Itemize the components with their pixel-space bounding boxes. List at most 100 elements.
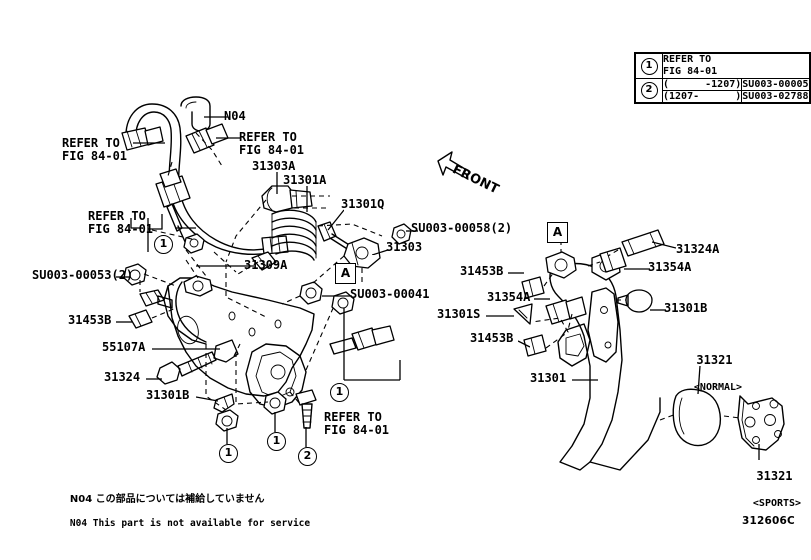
leader-circle-2-bottom (305, 427, 307, 447)
callout-31324a: 31324A (676, 242, 720, 256)
refer-bracket-left (130, 218, 196, 229)
leader-31453b-right-upper (508, 272, 524, 274)
callout-31321-normal-number: 31321 (696, 353, 733, 367)
leader-refer-2 (216, 137, 240, 139)
leader-31301s (486, 315, 514, 317)
circle-number-label: 1 (219, 444, 238, 463)
callout-31303a: 31303A (252, 159, 296, 173)
callout-31321-normal: 31321 <NORMAL> (665, 341, 742, 407)
legend-row-2a: 2 ( -1207) SU003-00005 (635, 78, 810, 103)
legend-part-early: SU003-00005 (741, 78, 810, 91)
front-arrow-icon (437, 151, 471, 179)
leader-n04 (204, 116, 228, 118)
refer-note-1-line2: FIG 84-01 (62, 149, 128, 163)
callout-su003-00041: SU003-00041 (350, 287, 430, 301)
leader-31324 (146, 378, 162, 380)
circle-number-label: 1 (154, 235, 173, 254)
circle-number-2: 2 (640, 82, 658, 99)
leader-31303a (276, 172, 278, 194)
leader-31354a-right (624, 268, 650, 270)
marker-circle-1-bottom-a: 1 (219, 441, 238, 463)
callout-31453b-right-lower: 31453B (470, 331, 514, 345)
legend-row-1-number: 1 (635, 53, 663, 79)
callout-n04: N04 (224, 109, 246, 123)
leader-31321-normal (697, 366, 701, 394)
leader-31301q (327, 209, 344, 231)
marker-circle-1-right: 1 (330, 380, 349, 402)
leader-31301b-right (650, 309, 666, 311)
leader-31309a (196, 265, 254, 267)
leader-circle-1-bottom-a (226, 428, 228, 444)
leader-refer-4-bracket (343, 308, 401, 381)
leader-su003-00053 (116, 276, 130, 278)
callout-31354a-left: 31354A (487, 290, 531, 304)
pushrod-spring-assembly (225, 185, 412, 319)
callout-31321-sports-number: 31321 (756, 469, 793, 483)
callout-31301s: 31301S (437, 307, 481, 321)
callout-31324: 31324 (104, 370, 141, 384)
marker-circle-1-bottom-b: 1 (267, 429, 286, 451)
leader-31324a (652, 241, 676, 249)
clutch-hose-assembly (121, 96, 289, 277)
callout-31301q: 31301Q (341, 197, 385, 211)
leader-31354a-left (534, 298, 550, 300)
callout-31321-normal-variant: <NORMAL> (693, 382, 743, 393)
circle-number-1: 1 (640, 57, 658, 75)
callout-31303: 31303 (386, 240, 423, 254)
refer-note-2-line1: REFER TO (239, 130, 297, 144)
refer-note-3-line1: REFER TO (88, 209, 146, 223)
leader-31453b-right-lower (518, 340, 530, 348)
marker-circle-2-bottom: 2 (298, 444, 317, 466)
leader-31453b-left (116, 321, 132, 323)
callout-31321-sports: 31321 <SPORTS> (724, 457, 801, 523)
callout-31309a: 31309A (244, 258, 288, 272)
callout-31453b-left: 31453B (68, 313, 112, 327)
callout-su003-00053: SU003-00053(2) (32, 268, 134, 282)
box-marker-a-right: A (547, 222, 568, 243)
leader-31301b-left (196, 396, 218, 402)
legend-row-2b: (1207- ) SU003-02788 (636, 90, 810, 103)
leader-31301 (572, 379, 598, 381)
leader-31321-sports (758, 444, 760, 460)
leader-refer-3 (148, 214, 163, 230)
marker-circle-1-left: 1 (154, 232, 173, 254)
callout-31354a-right: 31354A (648, 260, 692, 274)
leader-refer-1 (133, 142, 165, 144)
legend-part-late: SU003-02788 (741, 90, 810, 103)
leader-circle-1-bottom-b (274, 412, 276, 432)
circle-number-label: 2 (298, 447, 317, 466)
footnote-english: N04 This part is not available for servi… (69, 518, 311, 529)
box-marker-a-left: A (335, 263, 356, 284)
leader-31301a (306, 186, 308, 212)
leader-55107a (152, 348, 220, 350)
pedal-support-bracket (123, 229, 395, 432)
legend-range-early: ( -1207) (661, 78, 743, 91)
circle-number-label: 1 (330, 383, 349, 402)
callout-31301: 31301 (530, 371, 567, 385)
callout-31301b-right: 31301B (664, 301, 708, 315)
leader-su003-00041 (322, 295, 352, 297)
refer-note-3-line2: FIG 84-01 (88, 222, 154, 236)
circle-number-label: 1 (267, 432, 286, 451)
legend-row-2-number: 2 (635, 78, 663, 103)
callout-31301a: 31301A (283, 173, 327, 187)
legend-range-late: (1207- ) (661, 90, 743, 103)
footnote-block: N04 この部品については補給していません N04 This part is n… (47, 482, 310, 542)
figure-code: 312606C (742, 515, 795, 527)
callout-55107a: 55107A (102, 340, 146, 354)
callout-su003-00058: SU003-00058(2) (411, 221, 513, 235)
legend-refer-line1: REFER TO (663, 54, 712, 65)
callout-31301b-left: 31301B (146, 388, 190, 402)
clutch-pedal-assembly (513, 229, 785, 471)
refer-note-4-line1: REFER TO (324, 410, 382, 424)
refer-note-2-line2: FIG 84-01 (239, 143, 305, 157)
callout-31453b-right-upper: 31453B (460, 264, 504, 278)
leader-31303 (372, 249, 388, 255)
